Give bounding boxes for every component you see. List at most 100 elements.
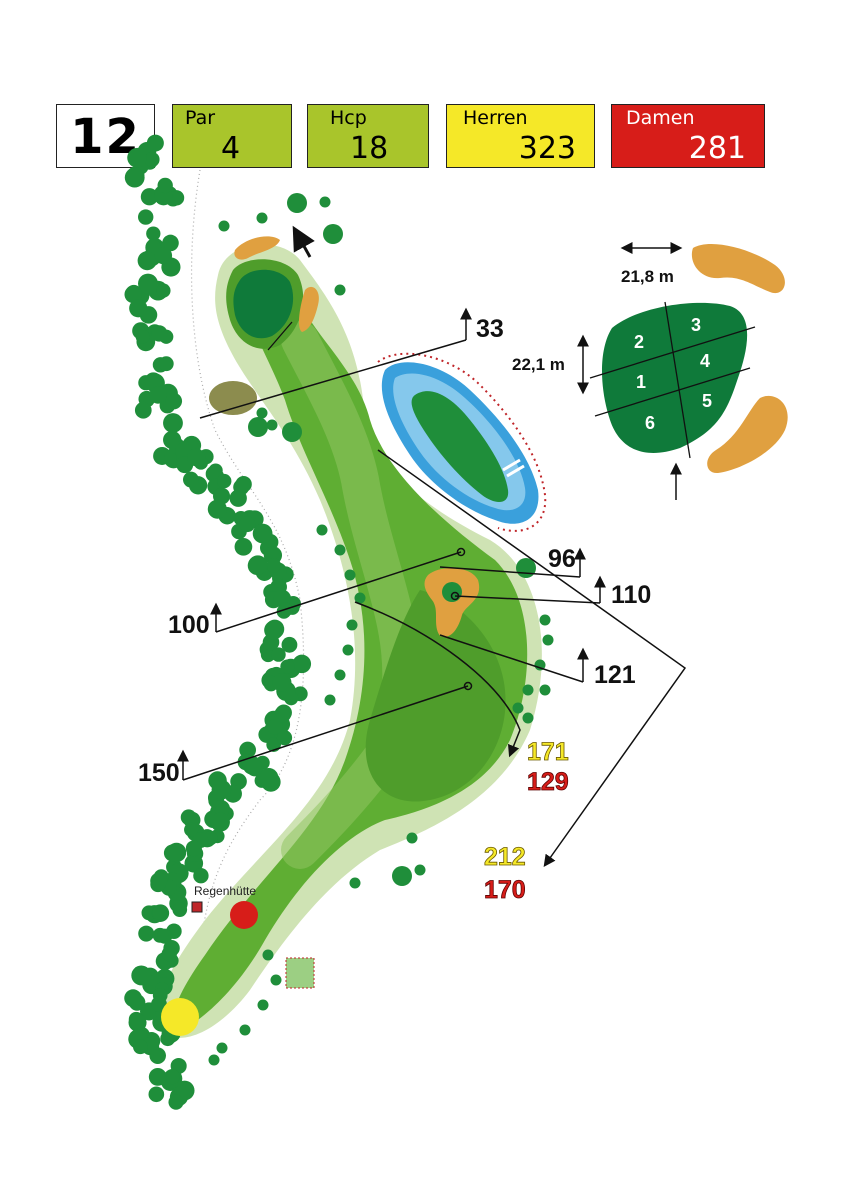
tree-icon	[267, 719, 283, 735]
herren-label: Herren	[463, 107, 528, 129]
tree-icon	[539, 614, 551, 626]
tree-icon	[146, 226, 161, 241]
tree-icon	[229, 489, 247, 507]
tree-icon	[349, 877, 361, 889]
detail-width-label: 21,8 m	[621, 267, 674, 286]
tee-herren-icon	[161, 998, 199, 1036]
bunker-right	[298, 286, 319, 332]
distance-label-150: 150	[138, 759, 180, 787]
hut-label: Regenhütte	[194, 884, 256, 898]
detail-grid-h2	[594, 367, 751, 417]
tree-icon	[131, 965, 152, 986]
layup-line-212	[377, 449, 687, 867]
tree-icon	[152, 905, 167, 921]
green-zone-3: 3	[691, 315, 701, 335]
tree-icon	[392, 866, 412, 886]
hut-icon	[191, 901, 203, 913]
tree-icon	[334, 544, 346, 556]
tree-icon	[193, 868, 209, 884]
tree-icon	[292, 654, 312, 674]
herren-value: 323	[518, 131, 576, 166]
tree-icon	[276, 730, 293, 746]
tree-icon	[124, 285, 142, 304]
tree-icon	[271, 647, 286, 662]
tree-icon	[266, 558, 282, 573]
tree-icon	[406, 832, 418, 844]
tree-icon	[151, 325, 168, 342]
tree-icon	[134, 401, 152, 419]
distance-label-100: 100	[168, 611, 210, 639]
damen-layup-170: 170	[484, 876, 526, 904]
tree-icon	[208, 771, 227, 790]
tree-icon	[287, 193, 307, 213]
tree-icon	[323, 224, 343, 244]
green-line	[267, 321, 293, 351]
fairway-bunker	[424, 568, 480, 637]
tree-icon	[262, 949, 274, 961]
hcp-label: Hcp	[330, 107, 367, 129]
tree-icon	[185, 840, 202, 857]
tree-icon	[334, 284, 346, 296]
distance-marker-100	[456, 547, 466, 557]
tree-icon	[165, 392, 183, 410]
hole-number-box: 12	[56, 104, 155, 168]
bunker-top	[234, 236, 280, 260]
damen-layup-129: 129	[527, 768, 569, 796]
tree-icon	[156, 283, 171, 298]
herren-layup-171: 171	[527, 738, 569, 766]
herren-layup-212: 212	[484, 843, 526, 871]
tree-icon	[158, 356, 174, 372]
tree-icon	[239, 516, 256, 533]
tree-icon	[264, 620, 284, 640]
tree-icon	[234, 537, 253, 556]
tree-icon	[256, 212, 268, 224]
fairway-band	[281, 321, 421, 869]
tree-icon	[138, 925, 155, 942]
distance-line-33	[199, 339, 467, 419]
tree-icon	[154, 246, 173, 265]
putting-green	[233, 269, 294, 339]
tree-icon	[216, 1042, 228, 1054]
tree-icon	[344, 569, 356, 581]
tree-icon	[239, 741, 257, 759]
tree-icon	[166, 842, 187, 863]
tree-icon	[354, 592, 366, 604]
tree-icon	[174, 1080, 195, 1101]
tree-icon	[252, 523, 273, 544]
distance-marker-110	[450, 591, 460, 601]
fairway-landing	[365, 590, 506, 802]
par-value: 4	[221, 131, 241, 166]
tree-icon	[146, 134, 164, 152]
distance-label-96: 96	[548, 545, 576, 573]
tree-icon	[275, 704, 292, 721]
tree-icon	[144, 372, 163, 390]
tree-icon	[522, 684, 534, 696]
tree-icon	[239, 1024, 251, 1036]
tree-icon	[139, 275, 159, 295]
distance-line-150	[182, 685, 469, 781]
distance-label-110: 110	[611, 581, 651, 609]
detail-green	[602, 302, 748, 453]
tree-icon	[163, 413, 183, 433]
tree-icon	[324, 694, 336, 706]
damen-label: Damen	[626, 107, 695, 129]
tree-icon	[157, 177, 173, 194]
hcp-box: Hcp 18	[307, 104, 429, 168]
hole-number: 12	[70, 109, 141, 165]
tree-icon	[242, 755, 262, 775]
tree-icon	[235, 475, 252, 493]
damen-box: Damen 281	[611, 104, 765, 168]
tree-icon	[129, 299, 148, 318]
distance-line-121	[439, 634, 584, 683]
tree-icon	[164, 1069, 180, 1085]
distance-label-33: 33	[476, 315, 504, 343]
tree-icon	[135, 329, 150, 344]
tree-icon	[208, 1054, 220, 1066]
tree-icon	[144, 151, 160, 168]
tree-icon	[259, 768, 279, 788]
distance-label-121: 121	[594, 661, 636, 689]
tree-icon	[161, 946, 177, 962]
tree-icon	[442, 582, 462, 602]
detail-grid-h1	[589, 326, 756, 379]
